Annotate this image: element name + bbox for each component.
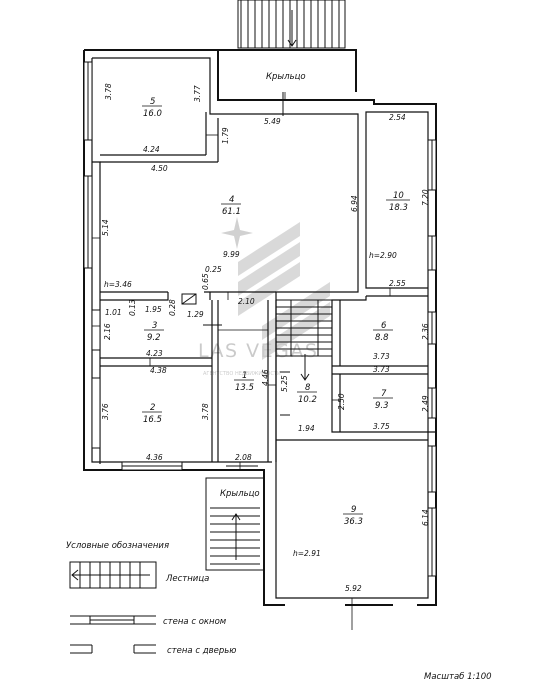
- dimension-label: 2.54: [389, 113, 406, 122]
- dimension-label: 2.36: [421, 323, 430, 340]
- dimension-label: 4.24: [143, 145, 160, 154]
- dimension-label: 1.95: [145, 305, 162, 314]
- legend-window-symbol: [70, 615, 156, 625]
- room-9-number: 9: [351, 505, 356, 515]
- dimension-label: 3.75: [373, 422, 390, 431]
- dimension-label: 2.55: [389, 279, 406, 288]
- room-5-number: 5: [150, 97, 155, 107]
- dimension-label: 2.50: [337, 393, 346, 410]
- dimension-label: 3.76: [101, 403, 110, 420]
- dimension-label: 5.49: [264, 117, 281, 126]
- dimension-label: 3.73: [373, 365, 390, 374]
- doors: [203, 92, 290, 467]
- room-8-area: 10.2: [298, 395, 317, 405]
- legend-stairs-symbol: [69, 561, 157, 589]
- dimension-label: 3.77: [193, 85, 202, 102]
- dimension-label: 5.25: [280, 375, 289, 392]
- room-10-number: 10: [393, 191, 404, 201]
- windows: [83, 61, 437, 577]
- room-4-number: 4: [229, 195, 234, 205]
- dimension-labels: 3.78 3.77 4.24 5.49 1.79 2.54 4.50 6.94 …: [101, 83, 430, 593]
- bottom-porch: [205, 477, 265, 571]
- dimension-label: 4.38: [150, 366, 167, 375]
- room-1-number: 1: [242, 371, 247, 381]
- room-6-number: 6: [381, 321, 387, 331]
- star-icon: [221, 217, 253, 249]
- dimension-label: 2.16: [103, 323, 112, 340]
- legend: Условные обозначения Лестница стена с ок…: [66, 541, 236, 656]
- porch-bottom-label: Крыльцо: [220, 489, 260, 499]
- vent-hatch: [181, 293, 197, 305]
- dimension-label: h=3.46: [104, 280, 132, 289]
- watermark-logo: [238, 222, 330, 360]
- interior-stairs: [275, 299, 333, 381]
- room-8-number: 8: [305, 383, 311, 393]
- room-4-area: 61.1: [222, 207, 241, 217]
- room-1-area: 13.5: [235, 383, 254, 393]
- dimension-label: h=2.91: [293, 549, 321, 558]
- dimension-label: 6.14: [421, 509, 430, 526]
- watermark: LAS VEGAS АГЕНТСТВО НЕДВИЖИМОСТИ: [198, 217, 330, 377]
- dimension-label: 1.94: [298, 424, 315, 433]
- dimension-label: 2.49: [421, 395, 430, 412]
- dimension-label: 1.79: [221, 127, 230, 144]
- dimension-label: 4.36: [146, 453, 163, 462]
- dimension-label: 1.29: [187, 310, 204, 319]
- room-labels: 5 16.0 4 61.1 10 18.3 3 9.2 2 16.5 1 13.…: [142, 97, 410, 527]
- legend-door-symbol: [70, 644, 156, 654]
- dimension-label: 2.08: [235, 453, 252, 462]
- dimension-label: 6.94: [350, 195, 359, 212]
- dimension-label: 4.50: [151, 164, 168, 173]
- dimension-label: 0.13: [128, 299, 137, 316]
- legend-title: Условные обозначения: [66, 541, 169, 551]
- room-7-number: 7: [381, 389, 387, 399]
- dimension-label: 4.46: [261, 369, 270, 386]
- scale-label: Масштаб 1:100: [424, 672, 492, 682]
- room-5-area: 16.0: [143, 109, 162, 119]
- dimension-label: 0.25: [205, 265, 222, 274]
- center-ticks: [92, 92, 391, 630]
- dimension-label: 4.23: [146, 349, 163, 358]
- room-3-area: 9.2: [147, 333, 161, 343]
- dimension-label: 3.78: [104, 83, 113, 100]
- dimension-label: 9.99: [223, 250, 240, 259]
- room-6-area: 8.8: [375, 333, 389, 343]
- dimension-label: 5.92: [345, 584, 362, 593]
- room-2-number: 2: [150, 403, 155, 413]
- legend-door-label: стена с дверью: [167, 646, 236, 656]
- porch-top-label: Крыльцо: [266, 72, 306, 82]
- dimension-label: 7.20: [421, 189, 430, 206]
- top-stairs: [237, 0, 346, 49]
- dimension-label: 0.65: [201, 273, 210, 290]
- dimension-label: 1.01: [105, 308, 122, 317]
- watermark-tagline: АГЕНТСТВО НЕДВИЖИМОСТИ: [203, 371, 281, 377]
- dimension-label: 3.78: [201, 403, 210, 420]
- dimension-label: h=2.90: [369, 251, 397, 260]
- room-2-area: 16.5: [143, 415, 162, 425]
- watermark-brand: LAS VEGAS: [198, 340, 318, 362]
- dimension-label: 2.10: [238, 297, 255, 306]
- legend-stairs-label: Лестница: [165, 574, 209, 584]
- room-10-area: 18.3: [389, 203, 408, 213]
- dimension-label: 5.14: [101, 219, 110, 236]
- room-9-area: 36.3: [344, 517, 363, 527]
- room-3-number: 3: [152, 321, 157, 331]
- room-7-area: 9.3: [375, 401, 389, 411]
- legend-window-label: стена с окном: [163, 617, 227, 627]
- dimension-label: 0.28: [168, 299, 177, 316]
- dimension-label: 3.73: [373, 352, 390, 361]
